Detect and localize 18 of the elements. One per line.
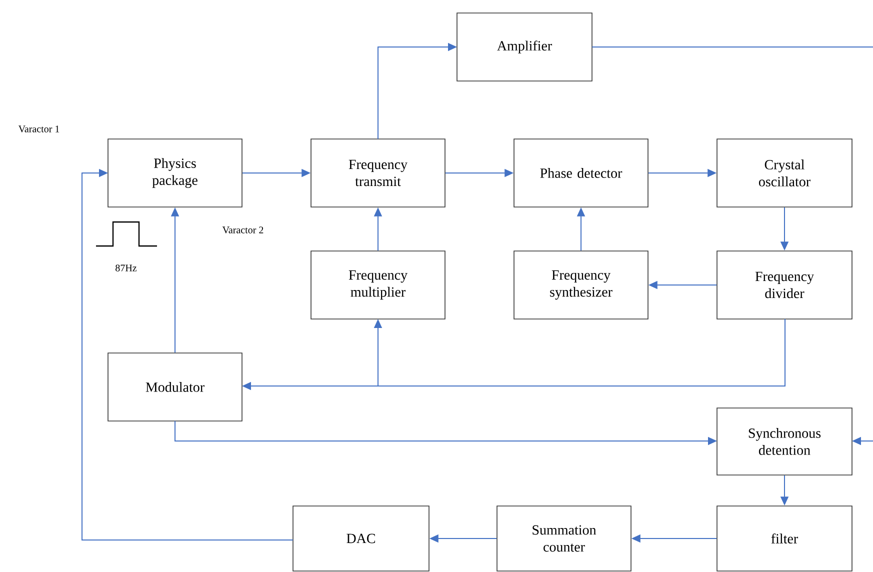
process-box: Frequency synthesizer xyxy=(514,250,648,320)
signal-label: Varactor 1 xyxy=(18,126,60,132)
arrow xyxy=(82,168,294,540)
process-box: Phase detector xyxy=(514,138,648,208)
process-box: Crystal oscillator xyxy=(716,138,852,208)
process-box: Amplifier xyxy=(456,12,592,82)
process-box: Frequency divider xyxy=(716,250,852,320)
signal-label: 87Hz xyxy=(116,264,137,272)
process-box: Summation counter xyxy=(496,506,632,572)
process-box: Frequency multiplier xyxy=(310,250,446,320)
process-box: Frequency transmit xyxy=(310,138,446,208)
process-box: Modulator xyxy=(108,352,242,422)
arrow xyxy=(374,318,786,386)
process-box: DAC xyxy=(292,506,430,572)
process-box: filter xyxy=(716,506,852,572)
process-box: Synchronous detention xyxy=(716,408,852,476)
signal-label: Varactor 2 xyxy=(222,226,264,234)
process-box: Physics package xyxy=(108,138,242,208)
